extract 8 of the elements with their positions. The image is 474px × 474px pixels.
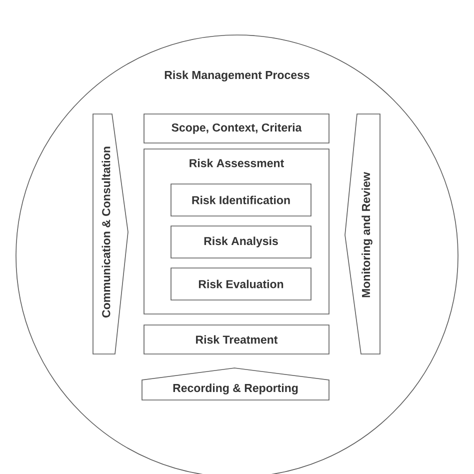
arrow-band: Recording & Reporting bbox=[142, 368, 330, 400]
process-box: Scope, Context, Criteria bbox=[144, 114, 330, 144]
process-box: Risk Identification bbox=[170, 184, 312, 216]
process-box: Risk Treatment bbox=[144, 324, 330, 354]
process-box: Risk Evaluation bbox=[170, 268, 312, 300]
arrow-band: Communication & Consultation bbox=[92, 114, 128, 354]
arrow-band: Monitoring and Review bbox=[344, 114, 380, 354]
process-box: Risk Analysis bbox=[170, 226, 312, 258]
